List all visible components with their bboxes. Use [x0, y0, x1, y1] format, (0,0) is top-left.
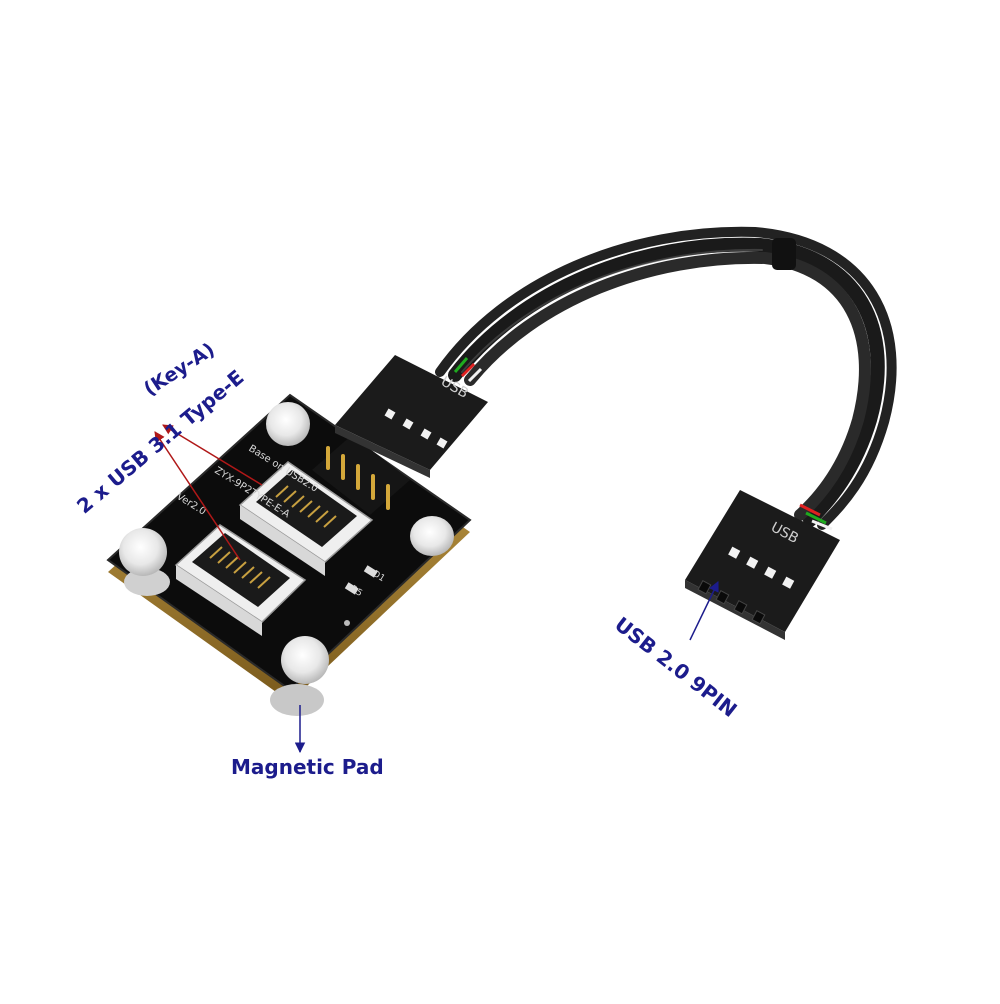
wire-colors-board-end — [453, 357, 483, 383]
board-pin-header — [312, 435, 410, 515]
usb-cable — [435, 226, 897, 530]
arrow-type-e-1 — [162, 424, 263, 486]
mounting-pad — [119, 528, 167, 576]
mounting-pad — [281, 636, 329, 684]
arrow-type-e-2 — [154, 431, 241, 561]
wire-colors-cable-end — [799, 503, 833, 531]
board-end-header: USB — [335, 355, 488, 478]
cable-tie — [772, 238, 796, 270]
magnetic-pads — [119, 402, 454, 716]
annotation-arrows — [154, 424, 719, 754]
mounting-pad — [410, 516, 454, 556]
arrow-usb2-9pin — [689, 581, 719, 641]
type-e-connector-1 — [174, 524, 307, 636]
magnetic-pad-label: Magnetic Pad — [231, 755, 384, 779]
smd-components — [344, 565, 378, 626]
mounting-pad — [266, 402, 310, 446]
type-e-connector-2 — [238, 461, 374, 576]
cable-end-header: USB — [685, 490, 840, 640]
